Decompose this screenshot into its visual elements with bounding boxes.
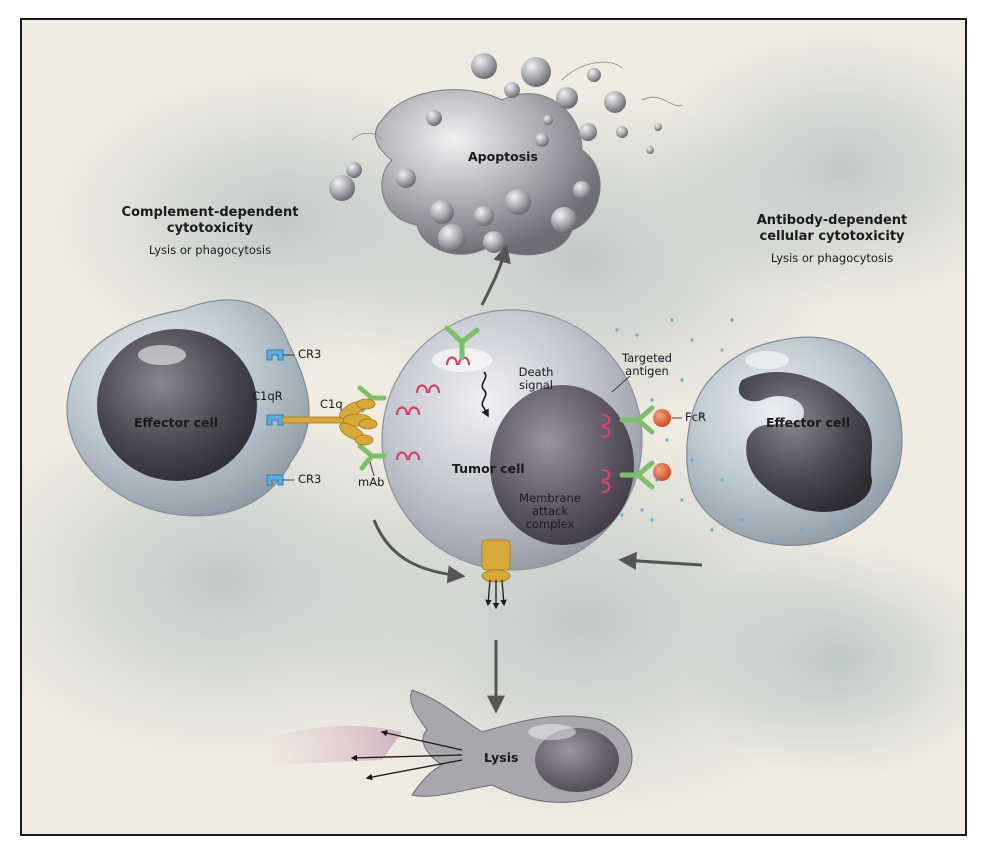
cr3-top-label: CR3: [298, 347, 322, 361]
adcc-subtitle: Lysis or phagocytosis: [770, 251, 894, 265]
left-effector-cell: [66, 299, 310, 517]
apoptotic-cell: [329, 53, 683, 256]
antibodies: [357, 325, 655, 490]
c1q-complex: [281, 398, 378, 446]
membrane-attack-complex: [481, 539, 511, 583]
leader-lines: [283, 354, 682, 481]
mac-efflux-arrows: [485, 579, 507, 610]
death-signal-line1: Death: [518, 365, 554, 379]
left-effector-label: Effector cell: [134, 415, 219, 430]
mac-line3: complex: [525, 517, 575, 532]
arrow-cdc-to-mac: [372, 519, 466, 584]
c1qr-label: C1qR: [252, 389, 283, 403]
apoptosis-label: Apoptosis: [468, 149, 538, 164]
death-signal-line2: signal: [518, 378, 554, 393]
mac-line1: Membrane: [519, 491, 581, 505]
targeted-line1: Targeted: [622, 351, 672, 365]
fcr-label: FcR: [685, 410, 706, 424]
death-signal-squiggle: [481, 371, 489, 418]
targeted-antigens: [395, 356, 611, 494]
right-effector-label: Effector cell: [766, 415, 851, 430]
arrow-to-apoptosis: [480, 244, 511, 306]
figure-frame: Complement-dependent cytotoxicity Lysis …: [20, 18, 967, 836]
mac-label: Membrane attack complex: [510, 491, 590, 532]
tumor-cell: [381, 309, 643, 571]
fcr-receptors: [653, 409, 671, 481]
cr3-receptors: [266, 349, 284, 486]
lysis-arrows: [350, 729, 463, 781]
lysis-label: Lysis: [484, 750, 519, 765]
diagram-artwork: [22, 30, 965, 820]
cr3-bottom-label: CR3: [298, 472, 322, 486]
cdc-title-line2: cytotoxicity: [166, 221, 254, 237]
mac-line2: attack: [531, 504, 569, 519]
adcc-title-line1: Antibody-dependent: [756, 213, 908, 228]
tumor-cell-label: Tumor cell: [452, 461, 525, 476]
targeted-antigen-label: Targeted antigen: [612, 351, 682, 379]
right-effector-cell: [615, 318, 903, 547]
adcc-title-line2: cellular cytotoxicity: [759, 229, 905, 245]
c1q-label: C1q: [320, 397, 343, 411]
death-signal-label: Death signal: [506, 365, 566, 393]
lysed-cell: [262, 689, 633, 803]
cdc-subtitle: Lysis or phagocytosis: [148, 243, 272, 257]
adcc-heading: Antibody-dependent cellular cytotoxicity: [732, 213, 932, 246]
arrow-adcc-to-mac: [618, 551, 703, 570]
cdc-heading: Complement-dependent cytotoxicity: [110, 205, 310, 238]
targeted-line2: antigen: [625, 364, 669, 379]
cdc-title-line1: Complement-dependent: [121, 205, 299, 220]
mab-label: mAb: [358, 475, 385, 489]
